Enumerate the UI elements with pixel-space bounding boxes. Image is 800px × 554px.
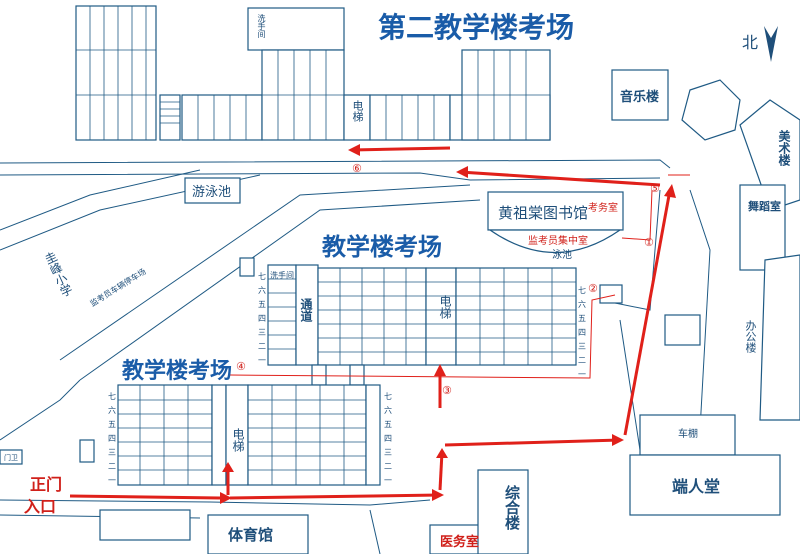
floor-label: 二 — [384, 462, 392, 471]
floor-labels-center-right: 七 六 五 四 三 二 一 — [578, 284, 586, 382]
floor-label: 四 — [258, 314, 266, 323]
floor-label: 三 — [384, 448, 392, 457]
second-teaching-building — [75, 5, 551, 141]
hall-label: 端人堂 — [672, 477, 720, 496]
washroom-label-center: 洗手间 — [270, 271, 294, 280]
floor-label: 四 — [108, 434, 116, 443]
second-building-title: 第二教学楼考场 — [378, 11, 574, 44]
dance-room-label: 舞蹈室 — [748, 199, 781, 213]
floor-label: 二 — [578, 356, 586, 365]
floor-label: 七 — [384, 392, 392, 401]
roads — [0, 159, 711, 554]
floor-label: 一 — [578, 370, 586, 379]
floor-labels-center: 七 六 五 四 三 二 一 — [258, 270, 266, 368]
elevator-label-left: 电梯 — [231, 428, 245, 452]
elevator-label-top: 电梯 — [351, 100, 364, 122]
floor-label: 七 — [108, 392, 116, 401]
center-teaching-building — [239, 257, 623, 386]
swimming-pool-label: 游泳池 — [192, 185, 231, 200]
north-label: 北 — [742, 33, 758, 52]
floor-labels-left: 七 六 五 四 三 二 一 — [108, 390, 116, 488]
center-building-title: 教学楼考场 — [322, 233, 442, 261]
marker-2: ② — [588, 282, 598, 295]
guard-label: 门卫 — [4, 453, 18, 462]
gym-label: 体育馆 — [228, 526, 273, 544]
left-teaching-building — [79, 384, 381, 486]
left-building-title: 教学楼考场 — [122, 358, 232, 384]
floor-label: 六 — [108, 406, 116, 415]
north-arrow-icon — [764, 26, 778, 62]
floor-label: 二 — [258, 342, 266, 351]
bike-shed-label: 车棚 — [678, 427, 698, 440]
floor-label: 三 — [258, 328, 266, 337]
floor-label: 二 — [108, 462, 116, 471]
music-building-label: 音乐楼 — [620, 89, 659, 105]
floor-label: 六 — [578, 300, 586, 309]
marker-3: ③ — [442, 384, 452, 397]
exam-office-label: 考务室 — [588, 201, 618, 214]
floor-label: 七 — [258, 272, 266, 281]
entrance-label: 入口 — [24, 497, 56, 516]
floor-label: 三 — [108, 448, 116, 457]
map-labels: 第二教学楼考场 教学楼考场 教学楼考场 北 音乐楼 游泳池 黄祖棠图书馆 考务室… — [4, 11, 781, 550]
washroom-label-top: 洗手间 — [257, 14, 266, 38]
library-label: 黄祖棠图书馆 — [498, 204, 588, 222]
medical-label: 医务室 — [440, 534, 479, 550]
floor-label: 四 — [384, 434, 392, 443]
route-arrowheads — [220, 144, 676, 504]
floor-label: 一 — [108, 476, 116, 485]
pool-small-label: 泳池 — [552, 248, 572, 261]
complex-building-label: 综合楼 — [503, 485, 521, 530]
corridor-label: 通道 — [299, 298, 313, 322]
floor-label: 六 — [384, 406, 392, 415]
office-label: 办公楼 — [744, 320, 757, 353]
art-building-label: 美术楼 — [777, 130, 791, 166]
floor-label: 七 — [578, 286, 586, 295]
elevator-label-center: 电梯 — [438, 295, 452, 319]
floor-label: 六 — [258, 286, 266, 295]
main-gate-label: 正门 — [30, 475, 62, 494]
floor-labels-left-right: 七 六 五 四 三 二 一 — [384, 390, 392, 488]
floor-label: 五 — [578, 314, 586, 323]
marker-1: ① — [644, 236, 654, 249]
floor-label: 五 — [384, 420, 392, 429]
floor-label: 一 — [258, 356, 266, 365]
right-buildings — [184, 69, 800, 516]
proctor-room-label: 监考员集中室 — [528, 234, 588, 247]
route-arrows — [69, 146, 690, 500]
floor-label: 五 — [108, 420, 116, 429]
floor-label: 一 — [384, 476, 392, 485]
marker-5: ⑤ — [650, 182, 660, 195]
floor-label: 三 — [578, 342, 586, 351]
bottom-buildings — [0, 449, 529, 554]
marker-6: ⑥ — [352, 162, 362, 175]
floor-label: 五 — [258, 300, 266, 309]
floor-label: 四 — [578, 328, 586, 337]
marker-4: ④ — [236, 360, 246, 373]
